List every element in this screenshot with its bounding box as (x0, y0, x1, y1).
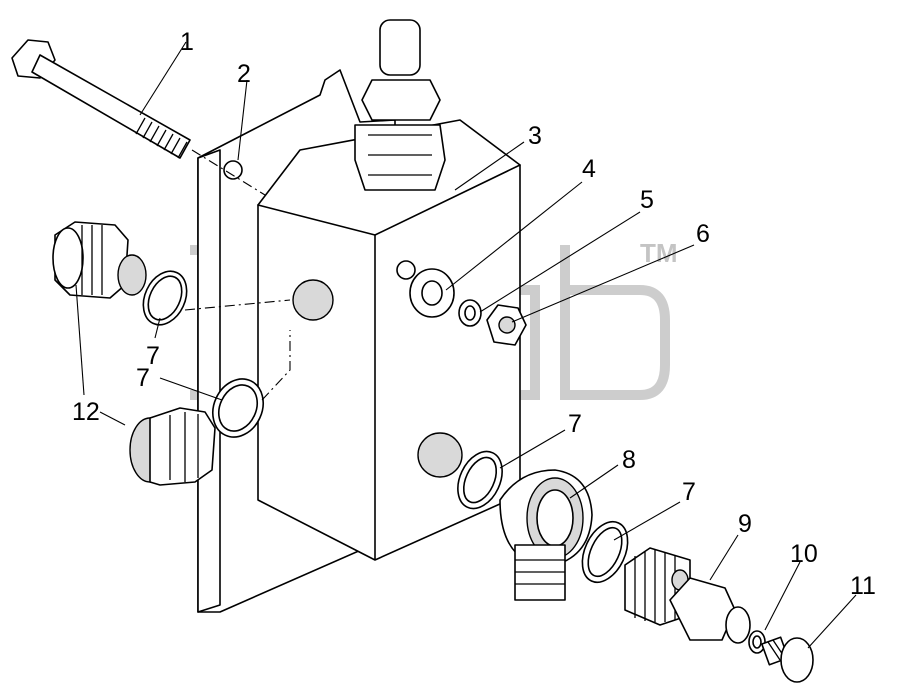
bolt (11, 39, 191, 159)
callout-2: 2 (237, 60, 251, 88)
spring-washer (458, 299, 482, 327)
banjo-fitting (499, 469, 593, 601)
upper-o-ring (142, 270, 188, 326)
callout-5: 5 (640, 186, 654, 214)
top-fitting (354, 19, 446, 191)
callout-10: 10 (790, 540, 818, 568)
banjo-o-ring (457, 450, 503, 510)
banjo-bolt (624, 547, 751, 644)
callout-4: 4 (582, 155, 596, 183)
callout-7-bolt: 7 (682, 478, 696, 506)
callout-7-banjo: 7 (568, 410, 582, 438)
upper-fitting (52, 221, 147, 299)
small-washer (748, 630, 766, 654)
callout-7-lower: 7 (136, 364, 150, 392)
callout-1: 1 (180, 28, 194, 56)
callout-9: 9 (738, 510, 752, 538)
leader-lines (75, 41, 857, 649)
washer (409, 268, 455, 318)
callout-7-upper: 7 (146, 342, 160, 370)
callout-12: 12 (72, 398, 100, 426)
callout-labels: 1 2 3 4 5 6 7 12 7 7 8 7 9 10 11 (72, 28, 876, 600)
watermark-trademark: TM (640, 238, 678, 268)
callout-6: 6 (696, 220, 710, 248)
banjo-bolt-o-ring (581, 520, 629, 584)
nut (486, 304, 527, 346)
callout-8: 8 (622, 446, 636, 474)
callout-3: 3 (528, 122, 542, 150)
lower-fitting (129, 407, 216, 486)
callout-11: 11 (850, 572, 876, 600)
lower-o-ring (212, 378, 264, 438)
plug-screw (761, 636, 814, 683)
